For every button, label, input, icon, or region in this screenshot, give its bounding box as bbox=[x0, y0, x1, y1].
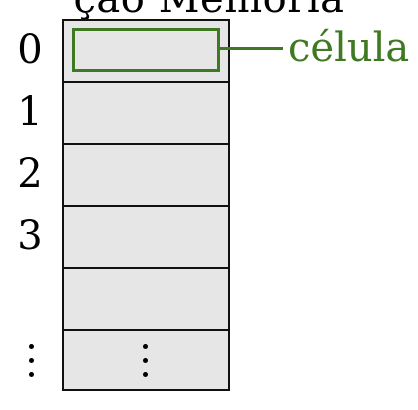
diagram-title: ção Memória bbox=[0, 0, 418, 22]
cell-divider bbox=[64, 143, 228, 145]
address-label-1: 1 bbox=[17, 89, 43, 135]
cell-divider bbox=[64, 81, 228, 83]
cell-divider bbox=[64, 329, 228, 331]
highlighted-cell bbox=[72, 28, 220, 72]
cell-leader-line bbox=[220, 47, 283, 50]
address-ellipsis-icon bbox=[26, 342, 38, 382]
memory-column bbox=[62, 19, 230, 391]
address-label-2: 2 bbox=[17, 151, 43, 197]
address-label-3: 3 bbox=[17, 213, 43, 259]
address-label-0: 0 bbox=[17, 27, 43, 73]
cell-divider bbox=[64, 267, 228, 269]
cell-ellipsis-icon bbox=[140, 342, 152, 382]
cell-divider bbox=[64, 205, 228, 207]
cell-label: célula bbox=[288, 25, 410, 71]
